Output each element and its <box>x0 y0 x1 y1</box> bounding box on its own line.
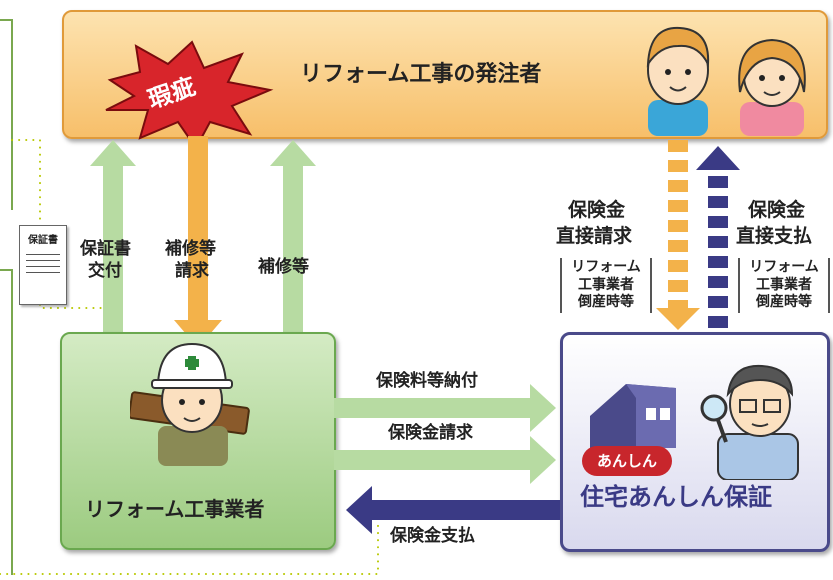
direct-claim-note-line1: リフォーム <box>571 259 641 275</box>
warranty-issue-line2: 交付 <box>88 261 122 281</box>
warranty-document-icon: 保証書 <box>19 225 67 305</box>
direct-pay-note-line1: リフォーム <box>749 259 819 275</box>
warranty-issue-line1: 保証書 <box>80 239 131 259</box>
anshin-badge-label: あんしん <box>596 452 657 470</box>
house-icon <box>590 384 676 448</box>
repair-label: 補修等 <box>258 257 309 277</box>
contractor-worker-illustration <box>130 342 250 466</box>
insurer-label: 住宅あんしん保証 <box>580 483 772 511</box>
direct-claim-line2: 直接請求 <box>556 225 633 247</box>
direct-claim-note-line2: 工事業者 <box>578 276 634 293</box>
repair-request-line1: 補修等 <box>165 239 216 259</box>
repair-request-line2: 請求 <box>175 261 209 281</box>
direct-claim-line1: 保険金 <box>568 199 626 221</box>
defect-burst-icon <box>105 40 274 150</box>
direct-pay-line1: 保険金 <box>748 199 806 221</box>
insurance-payment-label: 保険金支払 <box>390 526 475 546</box>
anshin-badge: あんしん <box>582 446 672 476</box>
direct-pay-note: リフォーム 工事業者 倒産時等 <box>738 258 830 313</box>
direct-claim-note-line3: 倒産時等 <box>578 294 634 310</box>
insurance-claim-label: 保険金請求 <box>388 423 473 443</box>
contractor-label: リフォーム工事業者 <box>85 497 265 521</box>
premium-payment-label: 保険料等納付 <box>376 371 478 391</box>
client-label: リフォーム工事の発注者 <box>300 62 542 87</box>
direct-pay-line2: 直接支払 <box>736 225 813 247</box>
direct-pay-note-line3: 倒産時等 <box>756 294 812 310</box>
warranty-document-label: 保証書 <box>28 235 58 246</box>
client-people-illustration <box>646 26 806 136</box>
direct-claim-note: リフォーム 工事業者 倒産時等 <box>560 258 652 313</box>
direct-pay-note-line2: 工事業者 <box>756 276 812 293</box>
inspector-illustration <box>700 364 799 480</box>
